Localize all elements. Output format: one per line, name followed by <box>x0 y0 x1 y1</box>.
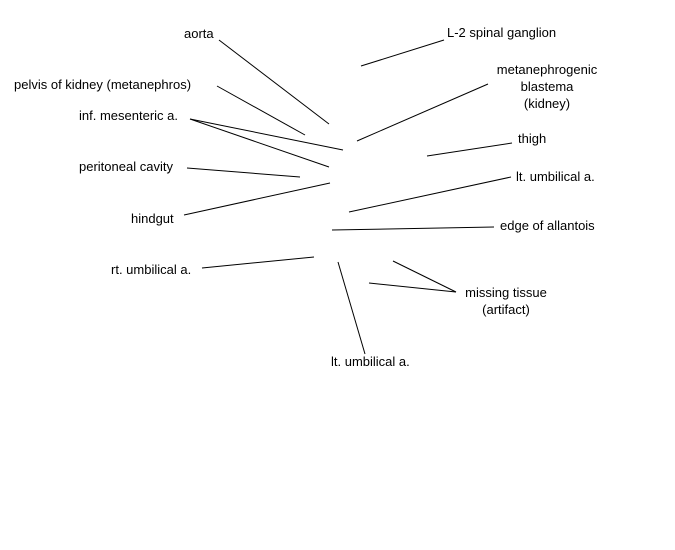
leader-line-missing-tissue-lower <box>368 282 457 293</box>
label-metanephrogenic-blastema-line-2: blastema <box>520 79 574 94</box>
label-missing-tissue: missing tissue (artifact) <box>450 284 562 318</box>
label-inf-mesenteric-a: inf. mesenteric a. <box>79 108 178 123</box>
label-metanephrogenic-blastema: metanephrogenic blastema (kidney) <box>480 61 614 112</box>
leader-line-l2-spinal-ganglion <box>360 39 445 67</box>
leader-line-pelvis-of-kidney <box>216 85 306 136</box>
leader-line-thigh <box>426 142 513 157</box>
label-hindgut: hindgut <box>131 211 174 226</box>
label-peritoneal-cavity: peritoneal cavity <box>79 159 173 174</box>
label-pelvis-of-kidney: pelvis of kidney (metanephros) <box>14 77 192 92</box>
label-rt-umbilical-a: rt. umbilical a. <box>111 262 192 277</box>
label-edge-of-allantois: edge of allantois <box>500 218 595 233</box>
label-lt-umbilical-a-bottom: lt. umbilical a. <box>331 354 410 369</box>
label-missing-tissue-line-1: missing tissue <box>465 285 547 300</box>
label-missing-tissue-line-2: (artifact) <box>482 302 530 317</box>
leader-line-peritoneal-cavity <box>186 167 301 178</box>
leader-line-lt-umbilical-a-bottom <box>337 261 366 355</box>
leader-line-aorta <box>218 39 330 125</box>
leader-line-metanephrogenic-blastema <box>356 83 489 142</box>
leader-line-hindgut <box>183 182 331 216</box>
label-aorta: aorta <box>184 26 214 41</box>
label-metanephrogenic-blastema-line-3: (kidney) <box>523 96 571 111</box>
leader-line-lt-umbilical-a-right <box>348 176 512 213</box>
leader-line-edge-of-allantois <box>331 226 495 231</box>
label-l2-spinal-ganglion: L-2 spinal ganglion <box>447 25 557 40</box>
label-lt-umbilical-a-right: lt. umbilical a. <box>516 169 595 184</box>
label-thigh: thigh <box>518 131 547 146</box>
leader-line-inf-mesenteric-a-lower <box>189 118 330 168</box>
leader-line-missing-tissue-upper <box>392 260 457 293</box>
leader-line-inf-mesenteric-a-upper <box>189 118 344 151</box>
label-metanephrogenic-blastema-line-1: metanephrogenic <box>496 62 598 77</box>
leader-line-rt-umbilical-a <box>201 256 315 269</box>
